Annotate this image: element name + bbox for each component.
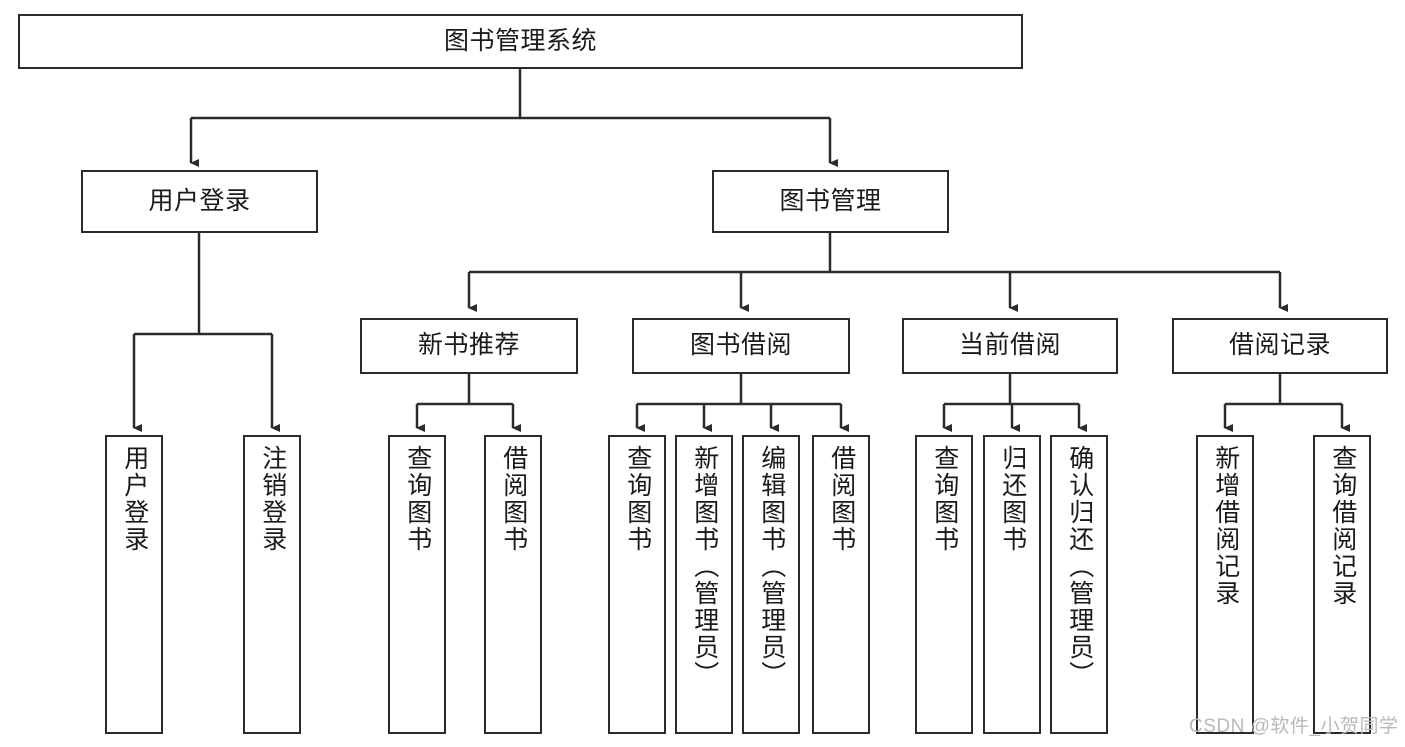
node-book-borrow-label: 图书借阅 xyxy=(689,331,792,360)
leaf-current-borrow-2-label: 归还图书 xyxy=(998,445,1027,553)
node-book-manage[interactable]: 图书管理 xyxy=(712,170,949,233)
leaf-borrow-record-1[interactable]: 新增借阅记录 xyxy=(1196,435,1254,734)
node-book-manage-label: 图书管理 xyxy=(779,186,882,215)
leaf-book-borrow-4-label: 借阅图书 xyxy=(827,445,856,553)
leaf-new-book-1[interactable]: 查询图书 xyxy=(388,435,446,734)
node-book-borrow[interactable]: 图书借阅 xyxy=(632,318,850,374)
node-root[interactable]: 图书管理系统 xyxy=(18,14,1023,69)
node-borrow-record-label: 借阅记录 xyxy=(1228,331,1331,360)
leaf-user-login-1[interactable]: 用户登录 xyxy=(105,435,163,734)
leaf-new-book-2[interactable]: 借阅图书 xyxy=(484,435,542,734)
leaf-book-borrow-1-label: 查询图书 xyxy=(623,445,652,553)
leaf-borrow-record-2[interactable]: 查询借阅记录 xyxy=(1313,435,1371,734)
node-current-borrow-label: 当前借阅 xyxy=(958,331,1061,360)
node-user-login[interactable]: 用户登录 xyxy=(81,170,318,233)
leaf-book-borrow-2[interactable]: 新增图书（管理员） xyxy=(675,435,733,734)
node-user-login-label: 用户登录 xyxy=(148,186,251,215)
leaf-book-borrow-4[interactable]: 借阅图书 xyxy=(812,435,870,734)
leaf-book-borrow-3-label: 编辑图书（管理员） xyxy=(757,445,786,688)
node-borrow-record[interactable]: 借阅记录 xyxy=(1172,318,1388,374)
leaf-book-borrow-2-label: 新增图书（管理员） xyxy=(690,445,719,688)
leaf-user-login-2[interactable]: 注销登录 xyxy=(243,435,301,734)
node-current-borrow[interactable]: 当前借阅 xyxy=(902,318,1118,374)
leaf-new-book-2-label: 借阅图书 xyxy=(499,445,528,553)
leaf-current-borrow-2[interactable]: 归还图书 xyxy=(983,435,1041,734)
node-root-label: 图书管理系统 xyxy=(443,26,597,55)
leaf-user-login-2-label: 注销登录 xyxy=(258,445,287,553)
leaf-new-book-1-label: 查询图书 xyxy=(403,445,432,553)
leaf-current-borrow-1[interactable]: 查询图书 xyxy=(915,435,973,734)
leaf-book-borrow-3[interactable]: 编辑图书（管理员） xyxy=(742,435,800,734)
node-new-book-recommend[interactable]: 新书推荐 xyxy=(360,318,578,374)
leaf-user-login-1-label: 用户登录 xyxy=(120,445,149,553)
node-new-book-recommend-label: 新书推荐 xyxy=(417,331,520,360)
leaf-current-borrow-3[interactable]: 确认归还（管理员） xyxy=(1050,435,1108,734)
leaf-current-borrow-1-label: 查询图书 xyxy=(930,445,959,553)
watermark-text: CSDN @软件_小贺同学 xyxy=(1189,716,1399,737)
leaf-book-borrow-1[interactable]: 查询图书 xyxy=(608,435,666,734)
leaf-borrow-record-2-label: 查询借阅记录 xyxy=(1328,445,1357,607)
leaf-current-borrow-3-label: 确认归还（管理员） xyxy=(1065,445,1094,688)
leaf-borrow-record-1-label: 新增借阅记录 xyxy=(1211,445,1240,607)
